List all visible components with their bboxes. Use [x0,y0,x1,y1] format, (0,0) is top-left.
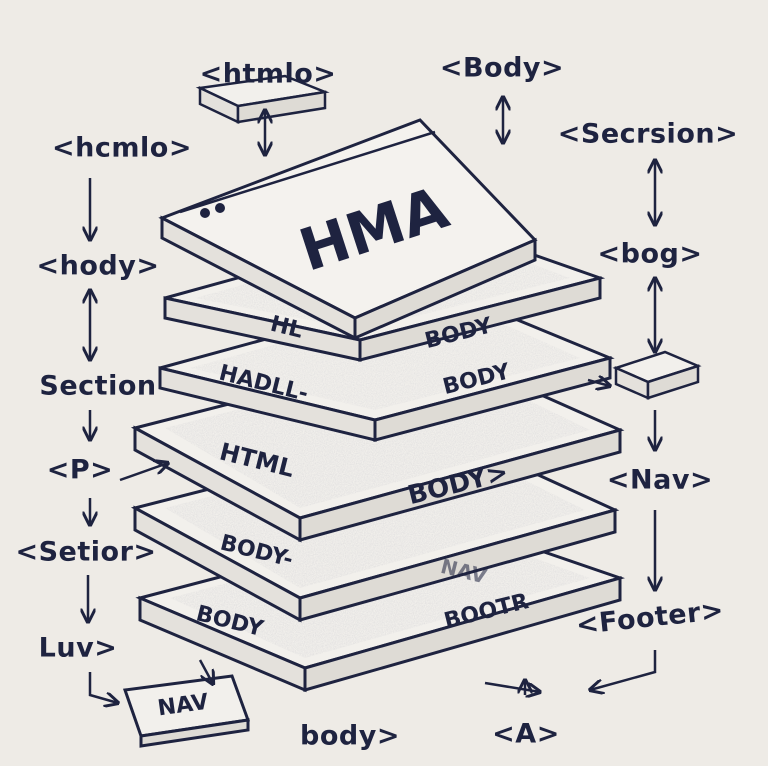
arrow [485,683,540,692]
right-small-block [616,352,698,398]
arrow [590,650,655,690]
label-left-luv: Luv> [39,633,118,664]
label-top-body: <Body> [440,53,564,84]
arrow [90,672,118,703]
label-right-nav: <Nav> [607,465,713,496]
label-bottom-a: <A> [492,719,560,750]
label-top-htmlo: <htmlo> [200,59,337,90]
label-right-section: <Secrsion> [558,119,738,150]
label-bottom-body: body> [300,721,400,752]
label-right-bog: <bog> [598,239,703,270]
label-left-hcmlo: <hcmlo> [52,133,192,164]
arrow [120,463,168,480]
label-left-p: <P> [47,455,114,486]
label-left-setior: <Setior> [15,537,156,568]
window-dot-icon [200,208,210,218]
label-left-section: Section [39,371,156,402]
label-left-hody: <hody> [37,251,160,282]
window-dot-icon [215,203,225,213]
